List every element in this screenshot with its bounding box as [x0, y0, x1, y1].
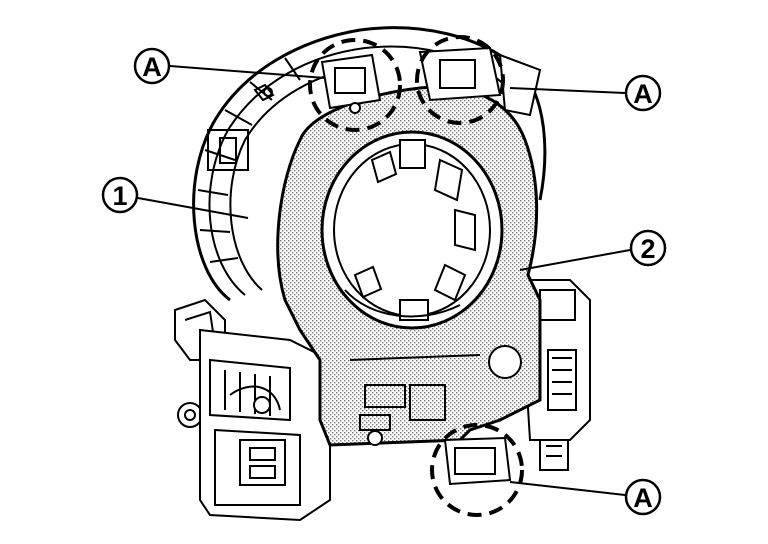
callout-2: 2 [629, 229, 667, 267]
callout-A-bottom: A [624, 478, 662, 516]
highlight-circle-top-left [308, 38, 402, 132]
callout-1: 1 [101, 176, 139, 214]
highlight-circle-top-right [415, 35, 505, 125]
svg-text:A: A [142, 52, 162, 82]
left-connector-housing [199, 328, 331, 522]
center-opening [320, 130, 504, 330]
svg-text:2: 2 [640, 234, 655, 264]
svg-text:A: A [633, 483, 653, 513]
cover-lower-detail [349, 345, 522, 446]
connector-a-top-right [418, 46, 542, 117]
svg-text:A: A [633, 79, 653, 109]
highlight-circle-bottom [430, 423, 524, 517]
connector-a-top-left [320, 53, 382, 114]
leader-lines [137, 65, 631, 496]
connector-a-bottom [443, 436, 512, 486]
svg-text:1: 1 [112, 181, 127, 211]
callout-A-top-right: A [624, 74, 662, 112]
callout-A-top-left: A [133, 47, 171, 85]
